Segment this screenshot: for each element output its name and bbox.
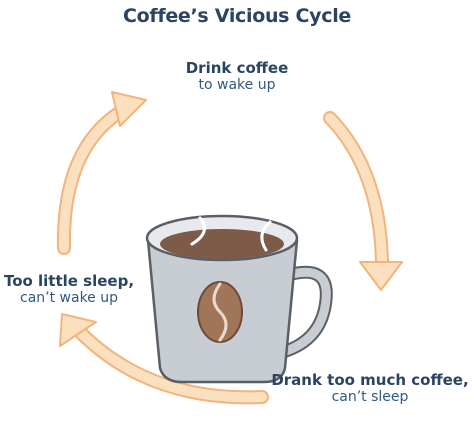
step-too-little-sleep: Too little sleep, can’t wake up: [0, 273, 138, 307]
step-heading: Drink coffee: [185, 59, 289, 77]
diagram-title: Coffee’s Vicious Cycle: [123, 5, 351, 27]
cycle-arrow-icon: [323, 111, 403, 291]
step-too-much-coffee: Drank too much coffee, can’t sleep: [266, 372, 474, 406]
coffee-bean-icon: [197, 281, 243, 343]
step-subtext: can’t wake up: [20, 290, 118, 306]
step-drink-coffee: Drink coffee to wake up: [168, 60, 306, 94]
step-heading: Drank too much coffee,: [271, 371, 469, 389]
step-subtext: can’t sleep: [331, 389, 409, 405]
cycle-arrow-icon: [56, 91, 147, 255]
step-subtext: to wake up: [198, 77, 276, 93]
step-heading: Too little sleep,: [3, 272, 135, 290]
cycle-arrow-icon: [59, 313, 269, 405]
